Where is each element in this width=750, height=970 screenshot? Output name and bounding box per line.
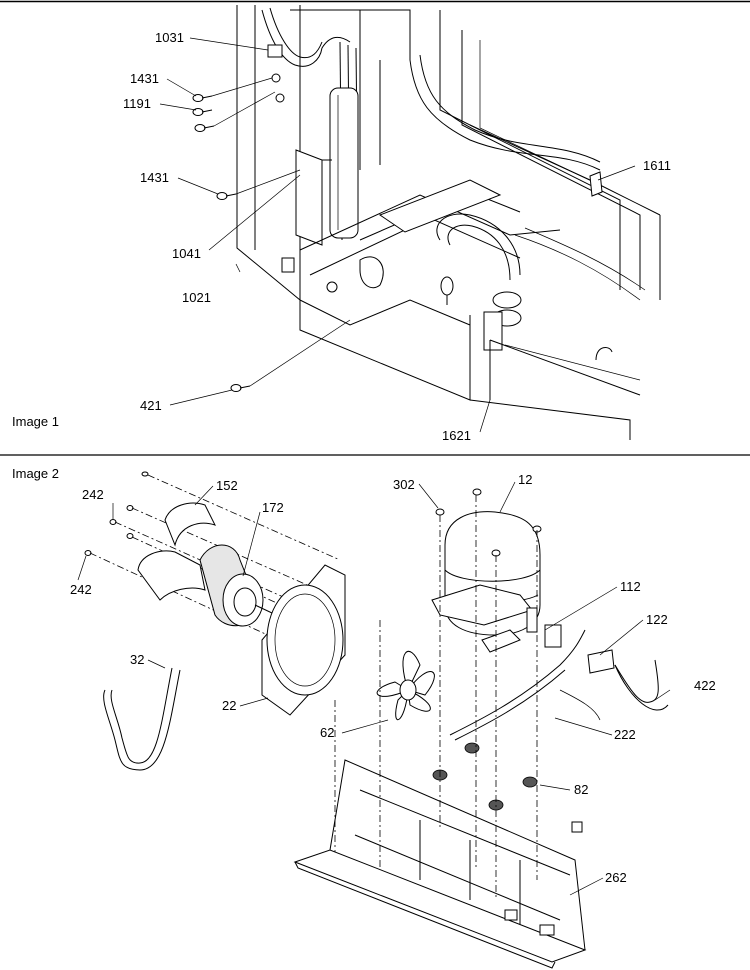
callout-1191: 1191 bbox=[123, 96, 151, 111]
callout-1431-top: 1431 bbox=[130, 71, 159, 86]
callout-82: 82 bbox=[574, 782, 588, 797]
screw-1191-b bbox=[194, 124, 215, 132]
callout-172: 172 bbox=[262, 500, 284, 515]
callout-62: 62 bbox=[320, 725, 334, 740]
panel-2-drawing bbox=[84, 471, 669, 969]
callout-1611: 1611 bbox=[643, 158, 671, 173]
callout-302: 302 bbox=[393, 477, 415, 492]
callout-242-bottom: 242 bbox=[70, 582, 92, 597]
screw-1431-top bbox=[192, 94, 213, 102]
panel-1-leaders bbox=[159, 37, 636, 433]
panel-1-title: Image 1 bbox=[12, 414, 59, 429]
callout-1621: 1621 bbox=[442, 428, 471, 443]
callout-152: 152 bbox=[216, 478, 238, 493]
panel-2-leaders bbox=[77, 481, 671, 896]
screw-421 bbox=[230, 384, 251, 392]
callout-1431-mid: 1431 bbox=[140, 170, 169, 185]
callout-1041: 1041 bbox=[172, 246, 201, 261]
callout-122: 122 bbox=[646, 612, 668, 627]
callout-222: 222 bbox=[614, 727, 636, 742]
callout-422: 422 bbox=[694, 678, 716, 693]
callout-1031: 1031 bbox=[155, 30, 184, 45]
callout-242-top: 242 bbox=[82, 487, 104, 502]
screw-top-bracket bbox=[141, 471, 149, 477]
callout-32: 32 bbox=[130, 652, 144, 667]
callout-112: 112 bbox=[620, 579, 641, 594]
callout-421: 421 bbox=[140, 398, 162, 413]
panel-2-title: Image 2 bbox=[12, 466, 59, 481]
panel-1-drawing bbox=[192, 5, 661, 440]
fan-blade bbox=[376, 650, 435, 721]
callout-12: 12 bbox=[518, 472, 532, 487]
callout-1021: 1021 bbox=[182, 290, 211, 305]
screw-1191 bbox=[192, 108, 213, 116]
compressor bbox=[431, 511, 541, 653]
base-pan bbox=[293, 759, 587, 969]
callout-262: 262 bbox=[605, 870, 627, 885]
screw-1431-mid bbox=[216, 192, 237, 200]
callout-22: 22 bbox=[222, 698, 236, 713]
